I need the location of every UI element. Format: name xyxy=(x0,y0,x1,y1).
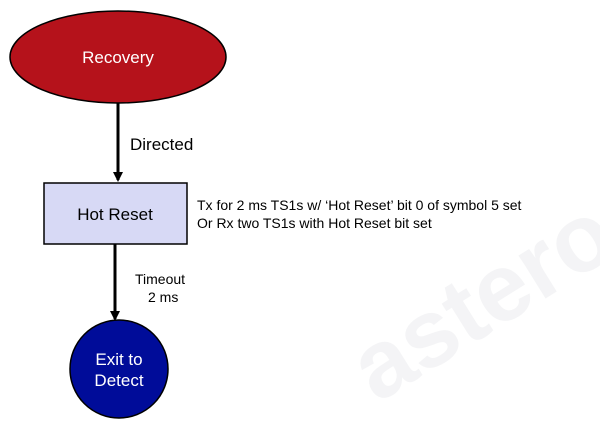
directed-label: Directed xyxy=(130,135,193,154)
watermark-text: asteroc xyxy=(331,150,600,422)
hot-reset-label: Hot Reset xyxy=(77,205,153,224)
timeout-value-label: 2 ms xyxy=(148,289,178,305)
hot-reset-node: Hot Reset xyxy=(43,182,188,245)
recovery-label: Recovery xyxy=(82,48,154,67)
exit-label-line-2: Detect xyxy=(94,371,143,390)
note-line-1: Tx for 2 ms TS1s w/ ‘Hot Reset’ bit 0 of… xyxy=(197,197,522,213)
note-line-2: Or Rx two TS1s with Hot Reset bit set xyxy=(197,215,432,231)
recovery-node: Recovery xyxy=(9,10,227,104)
exit-to-detect-node: Exit to Detect xyxy=(69,319,169,419)
timeout-label: Timeout xyxy=(135,271,185,287)
exit-label-line-1: Exit to xyxy=(95,350,142,369)
